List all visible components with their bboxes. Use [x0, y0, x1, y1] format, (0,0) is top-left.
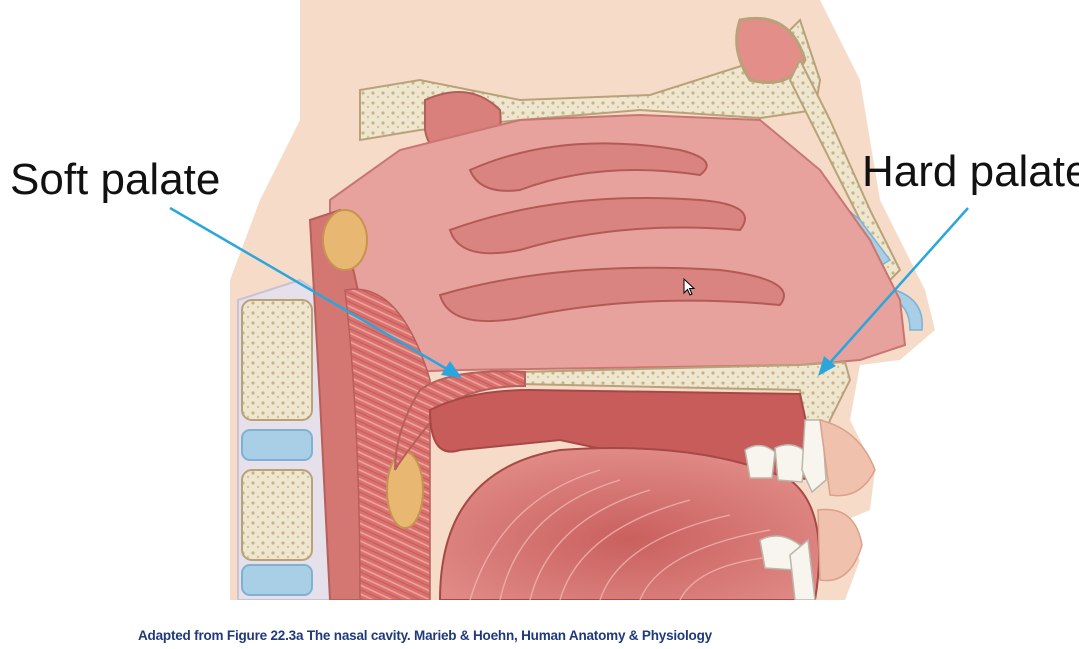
tongue	[438, 447, 821, 600]
inferior-concha	[438, 266, 785, 322]
superior-concha	[468, 142, 708, 192]
figure-caption: Adapted from Figure 22.3a The nasal cavi…	[138, 628, 712, 643]
lower-lip	[817, 508, 863, 582]
soft-palate-arrowhead	[441, 361, 462, 378]
hard-palate-label: Hard palate	[862, 147, 1079, 196]
pharyngeal-tonsil	[322, 209, 368, 271]
soft-palate-pointer	[169, 206, 453, 374]
frontal-sinus	[735, 16, 807, 84]
mouse-cursor-icon	[683, 278, 695, 296]
palatine-tonsil	[386, 451, 424, 529]
upper-teeth	[744, 419, 827, 494]
upper-lip	[819, 419, 876, 497]
cervical-vertebrae	[237, 278, 337, 600]
hard-palate-arrowhead	[818, 356, 836, 376]
soft-palate-label: Soft palate	[10, 155, 221, 204]
lower-teeth	[759, 535, 816, 600]
hard-palate-pointer	[826, 207, 969, 367]
nasal-cavity-illustration	[169, 0, 969, 600]
middle-concha	[448, 197, 746, 255]
